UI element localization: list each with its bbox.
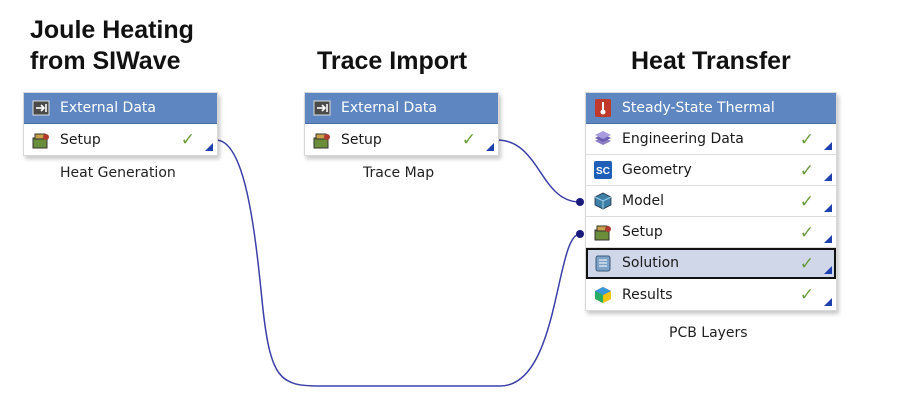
up-to-date-check-icon: ✓ [799, 285, 814, 305]
trace-import-title: Trace Import [317, 47, 468, 75]
results-cell[interactable]: Results ✓ [586, 279, 836, 310]
trace-external-data-cell[interactable]: External Data [305, 93, 498, 124]
geometry-icon: SC [592, 159, 614, 181]
up-to-date-check-icon: ✓ [180, 130, 195, 150]
up-to-date-check-icon: ✓ [799, 254, 814, 274]
up-to-date-check-icon: ✓ [799, 161, 814, 181]
model-cell[interactable]: Model ✓ [586, 186, 836, 217]
link-joule-to-setup [215, 139, 581, 387]
cell-label: Steady-State Thermal [622, 100, 775, 116]
external-data-icon [311, 97, 333, 119]
output-corner-icon[interactable] [205, 143, 213, 151]
link-trace-to-model [496, 139, 581, 203]
output-corner-icon[interactable] [824, 142, 832, 150]
model-link-endpoint[interactable] [576, 198, 584, 206]
setup-icon [592, 221, 614, 243]
trace-system-caption[interactable]: Trace Map [363, 165, 435, 181]
cell-label: External Data [60, 100, 156, 116]
setup-icon [30, 129, 52, 151]
thermometer-icon [592, 97, 614, 119]
joule-system-caption[interactable]: Heat Generation [60, 165, 176, 181]
output-corner-icon[interactable] [824, 298, 832, 306]
steady-state-thermal-cell[interactable]: Steady-State Thermal [586, 93, 836, 124]
joule-setup-cell[interactable]: Setup ✓ [24, 124, 217, 155]
setup-icon [311, 129, 333, 151]
output-corner-icon[interactable] [486, 143, 494, 151]
joule-heading-line2: from SIWave [30, 47, 181, 75]
engineering-data-icon [592, 128, 614, 150]
cell-label: Setup [622, 224, 663, 240]
setup-cell[interactable]: Setup ✓ [586, 217, 836, 248]
cell-label: Setup [341, 131, 382, 148]
trace-setup-cell[interactable]: Setup ✓ [305, 124, 498, 155]
cell-label: Results [622, 286, 673, 303]
heat-system-caption[interactable]: PCB Layers [669, 325, 748, 341]
up-to-date-check-icon: ✓ [799, 130, 814, 150]
cell-label: Setup [60, 131, 101, 148]
geometry-icon-text: SC [596, 166, 610, 177]
cell-label: Solution [622, 255, 680, 271]
cell-label: Geometry [622, 162, 692, 178]
engineering-data-cell[interactable]: Engineering Data ✓ [586, 124, 836, 155]
trace-import-system: External Data Setup ✓ [304, 92, 499, 156]
cell-label: External Data [341, 100, 437, 116]
up-to-date-check-icon: ✓ [461, 130, 476, 150]
joule-heading-line1: Joule Heating [30, 16, 194, 44]
joule-heating-title: Joule Heating from SIWave [30, 15, 194, 77]
output-corner-icon[interactable] [824, 173, 832, 181]
model-icon [592, 190, 614, 212]
heat-transfer-title: Heat Transfer [631, 47, 791, 75]
results-icon [592, 284, 614, 306]
external-data-icon [30, 97, 52, 119]
solution-icon [592, 252, 614, 274]
up-to-date-check-icon: ✓ [799, 192, 814, 212]
output-corner-icon[interactable] [824, 204, 832, 212]
setup-link-endpoint[interactable] [576, 230, 584, 238]
output-corner-icon[interactable] [824, 235, 832, 243]
joule-heating-system: External Data Setup ✓ [23, 92, 218, 156]
solution-cell[interactable]: Solution ✓ [586, 248, 836, 279]
cell-label: Model [622, 193, 665, 209]
joule-external-data-cell[interactable]: External Data [24, 93, 217, 124]
cell-label: Engineering Data [622, 131, 744, 147]
output-corner-icon[interactable] [824, 266, 832, 274]
heat-transfer-system: Steady-State Thermal Engineering Data ✓ … [585, 92, 837, 311]
up-to-date-check-icon: ✓ [799, 223, 814, 243]
geometry-cell[interactable]: SC Geometry ✓ [586, 155, 836, 186]
